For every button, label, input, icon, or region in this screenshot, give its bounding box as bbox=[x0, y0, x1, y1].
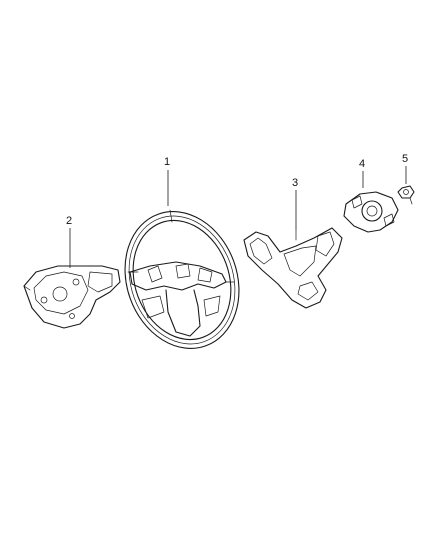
clockspring bbox=[343, 191, 399, 233]
callout-2: 2 bbox=[66, 215, 73, 227]
callout-1: 1 bbox=[164, 156, 171, 168]
switch-bezel bbox=[243, 227, 343, 309]
steering-wheel bbox=[124, 209, 240, 349]
screw bbox=[397, 185, 415, 205]
callout-5: 5 bbox=[402, 153, 409, 165]
callout-4: 4 bbox=[359, 158, 366, 170]
rear-cover bbox=[23, 265, 121, 329]
callout-3: 3 bbox=[292, 177, 299, 189]
